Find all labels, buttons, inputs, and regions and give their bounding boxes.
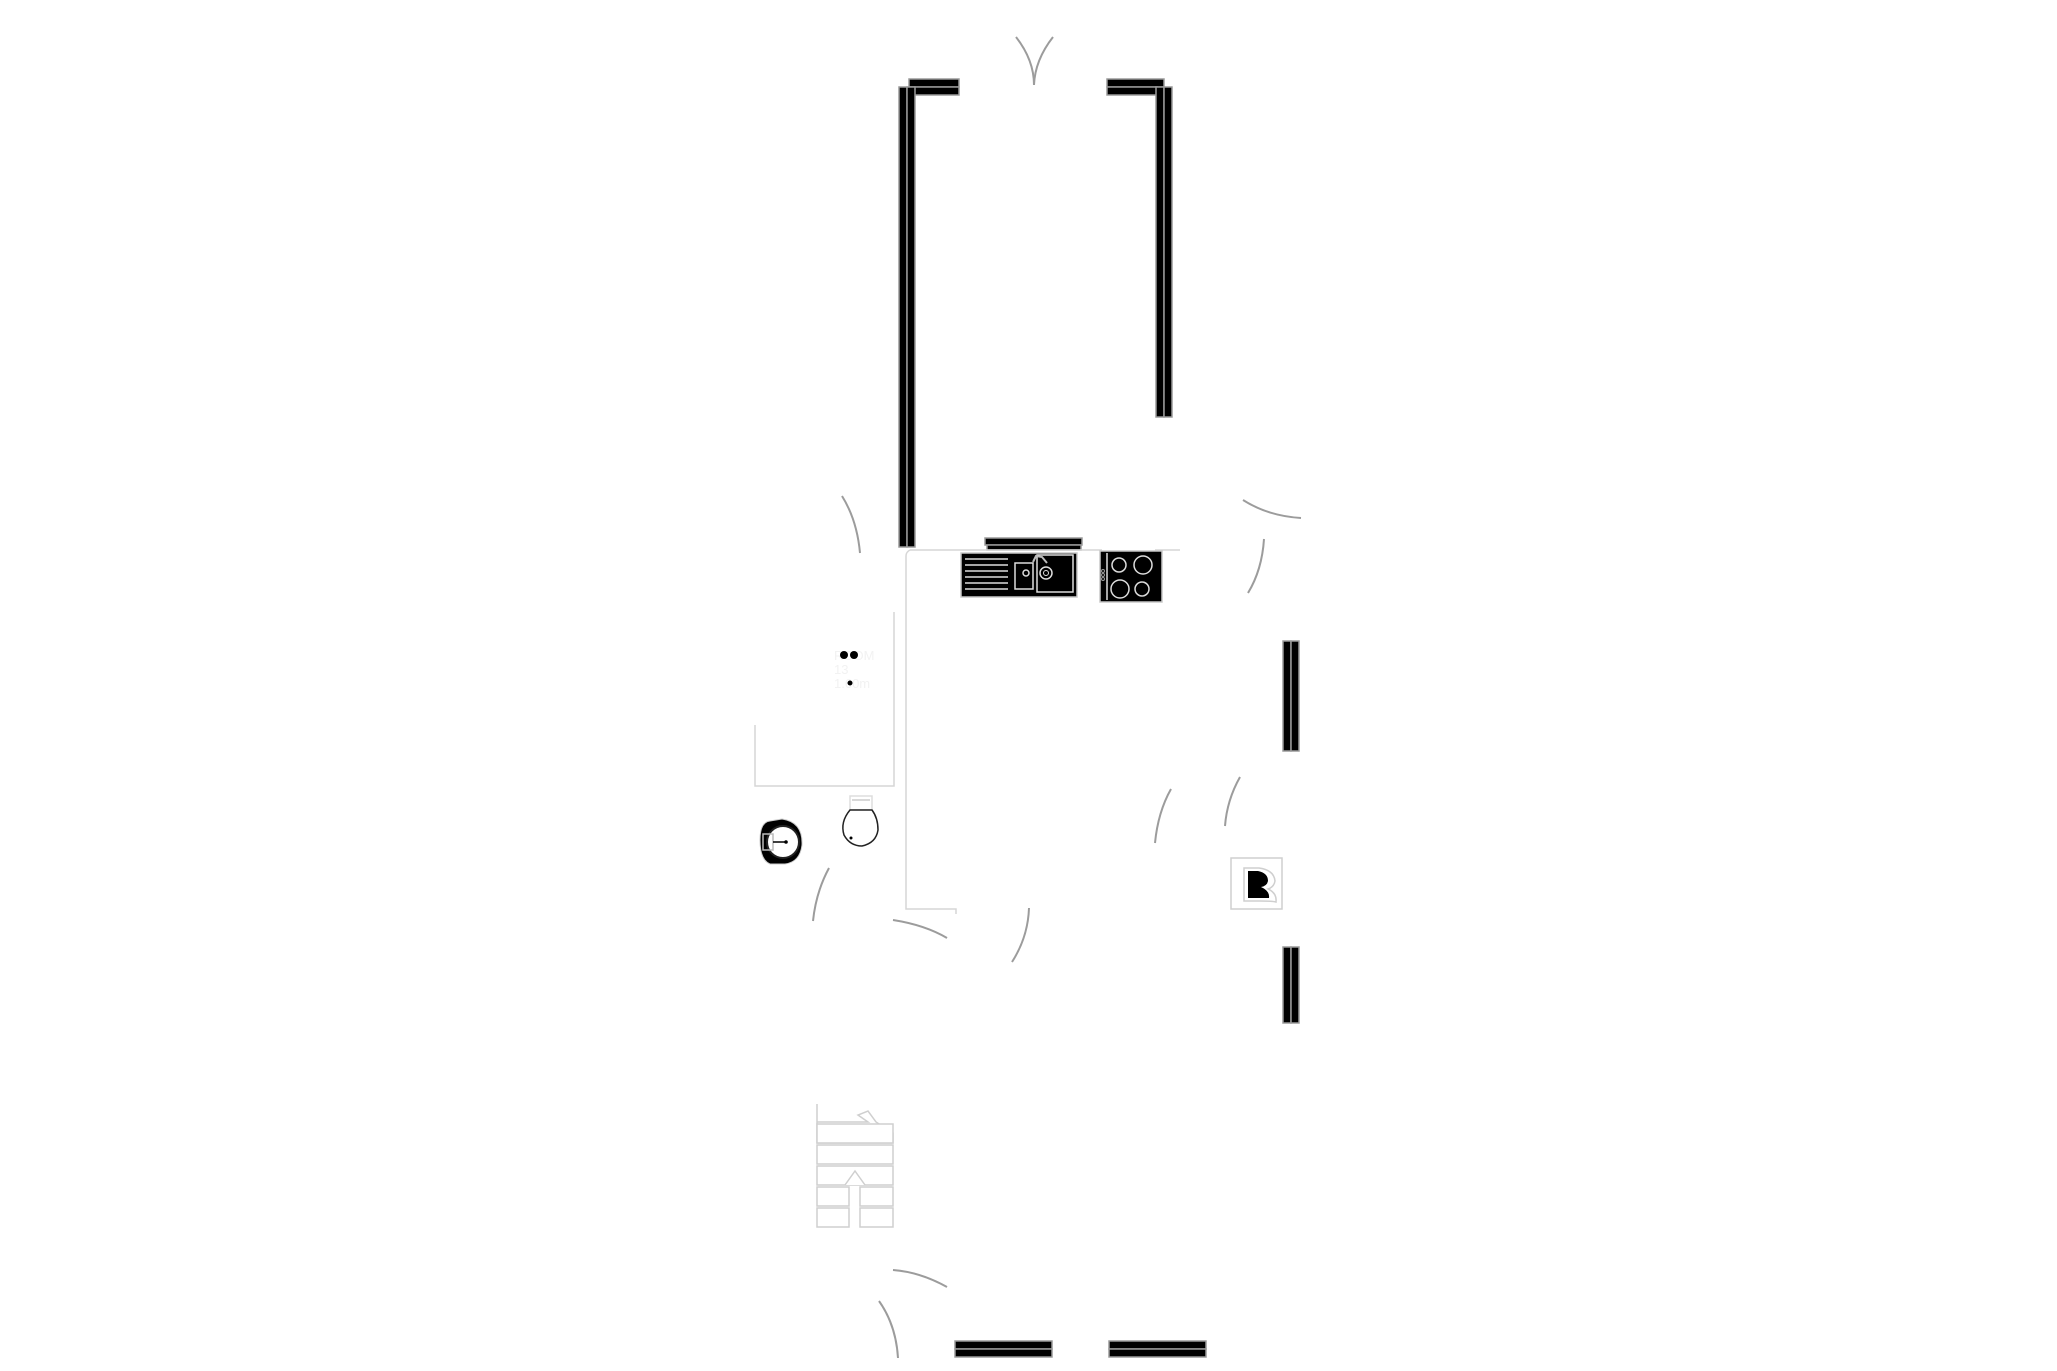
door-arc (878, 1300, 899, 1359)
door-arc (1242, 499, 1302, 519)
door-arc (1247, 538, 1265, 594)
staircase (816, 1104, 894, 1228)
door-arc (812, 867, 830, 922)
round-basin (759, 818, 803, 865)
cooktop (1099, 550, 1163, 603)
right-wall-lower (1282, 946, 1300, 1024)
door-arc (1154, 788, 1172, 844)
right-wall-upper (1282, 640, 1300, 752)
top-left-wall (898, 78, 960, 548)
bathroom-partition (754, 612, 895, 787)
door-arc (1011, 907, 1030, 963)
bottom-wall-right (1108, 1340, 1207, 1358)
entrance-door-arc (1015, 36, 1035, 86)
door-arc (1224, 776, 1241, 827)
toilet (842, 795, 879, 847)
kitchen-window-wall (984, 537, 1083, 551)
boiler (1230, 857, 1283, 910)
bottom-wall-left (954, 1340, 1053, 1358)
door-arc (892, 1269, 948, 1288)
top-right-wall (1106, 78, 1173, 418)
room-label: ROOM 13 1.60m (834, 648, 874, 691)
interior-partition (905, 549, 957, 914)
room-number: 13 (834, 662, 848, 677)
kitchen-sink (960, 552, 1078, 598)
door-arc (892, 919, 948, 939)
door-arc (841, 495, 861, 554)
entrance-door-arc (1033, 36, 1054, 86)
